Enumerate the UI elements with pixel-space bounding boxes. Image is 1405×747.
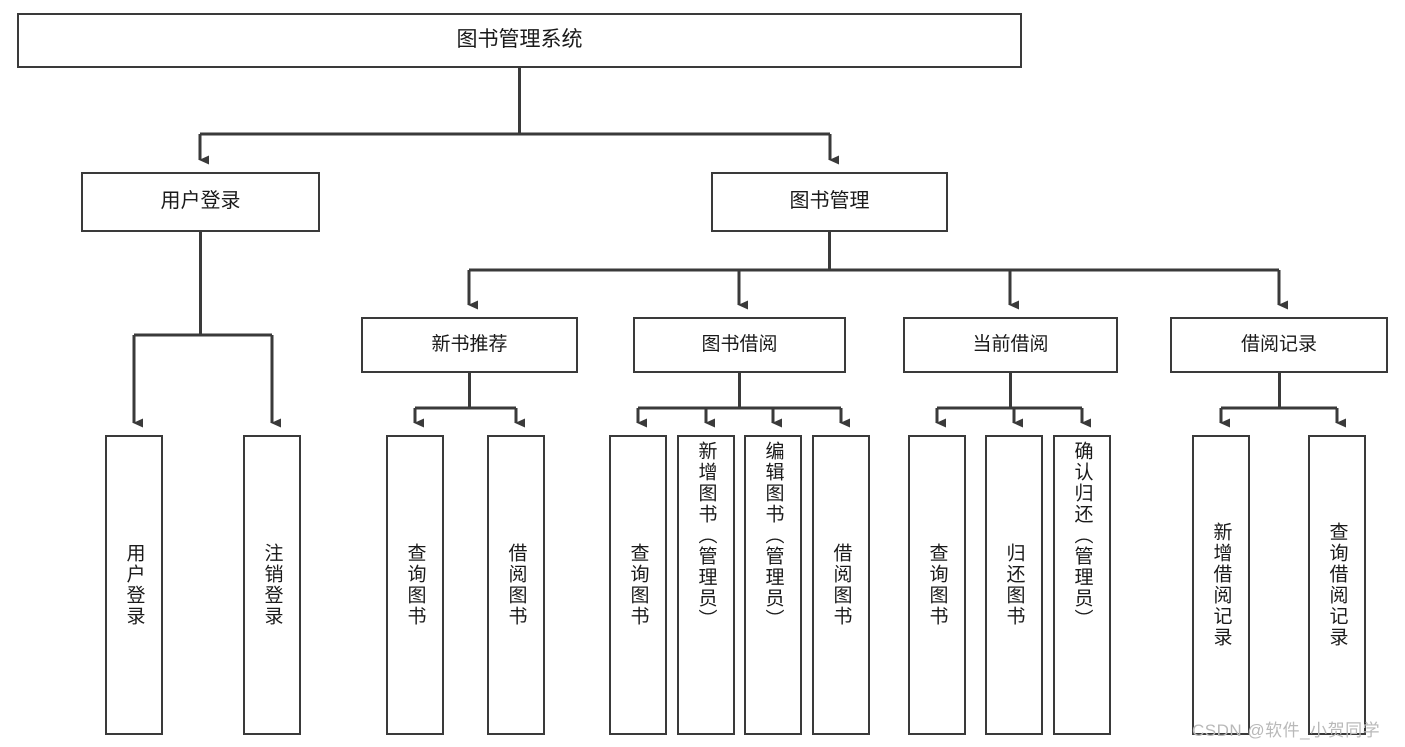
node-leaf-confirm-return-admin[interactable]: 确认归还（管理员） — [1053, 435, 1111, 735]
node-root-system[interactable]: 图书管理系统 — [17, 13, 1022, 68]
csdn-watermark: CSDN @软件_小贺同学 — [1192, 721, 1381, 740]
node-user-login[interactable]: 用户登录 — [81, 172, 320, 232]
node-label: 编辑图书（管理员） — [762, 441, 784, 630]
node-current-borrow[interactable]: 当前借阅 — [903, 317, 1118, 373]
node-leaf-user-login[interactable]: 用户登录 — [105, 435, 163, 735]
node-book-manage[interactable]: 图书管理 — [711, 172, 948, 232]
node-label: 图书管理系统 — [456, 28, 583, 52]
node-new-book-recommend[interactable]: 新书推荐 — [361, 317, 578, 373]
node-leaf-query-book-borrow[interactable]: 查询图书 — [609, 435, 667, 735]
node-leaf-return-book[interactable]: 归还图书 — [985, 435, 1043, 735]
node-leaf-borrow-book-recommend[interactable]: 借阅图书 — [487, 435, 545, 735]
node-label: 查询图书 — [627, 543, 649, 627]
node-label: 新书推荐 — [431, 333, 508, 355]
node-label: 图书借阅 — [701, 333, 778, 355]
node-leaf-query-book-recommend[interactable]: 查询图书 — [386, 435, 444, 735]
node-leaf-edit-book-admin[interactable]: 编辑图书（管理员） — [744, 435, 802, 735]
node-label: 用户登录 — [123, 543, 145, 627]
node-borrow-record[interactable]: 借阅记录 — [1170, 317, 1388, 373]
node-label: 查询借阅记录 — [1326, 522, 1348, 648]
node-leaf-add-borrow-record[interactable]: 新增借阅记录 — [1192, 435, 1250, 735]
node-label: 当前借阅 — [972, 333, 1049, 355]
node-label: 归还图书 — [1003, 543, 1025, 627]
node-label: 新增借阅记录 — [1210, 522, 1232, 648]
node-book-borrow[interactable]: 图书借阅 — [633, 317, 846, 373]
node-leaf-query-borrow-record[interactable]: 查询借阅记录 — [1308, 435, 1366, 735]
node-label: 借阅图书 — [830, 543, 852, 627]
node-label: 新增图书（管理员） — [695, 441, 717, 630]
node-label: 注销登录 — [261, 543, 283, 627]
node-leaf-logout-login[interactable]: 注销登录 — [243, 435, 301, 735]
node-leaf-borrow-book[interactable]: 借阅图书 — [812, 435, 870, 735]
node-leaf-add-book-admin[interactable]: 新增图书（管理员） — [677, 435, 735, 735]
node-label: 用户登录 — [160, 190, 241, 213]
node-label: 查询图书 — [926, 543, 948, 627]
node-label: 确认归还（管理员） — [1071, 441, 1093, 630]
node-label: 图书管理 — [789, 190, 870, 213]
node-label: 查询图书 — [404, 543, 426, 627]
node-label: 借阅记录 — [1240, 333, 1317, 355]
node-label: 借阅图书 — [505, 543, 527, 627]
node-leaf-query-book-current[interactable]: 查询图书 — [908, 435, 966, 735]
